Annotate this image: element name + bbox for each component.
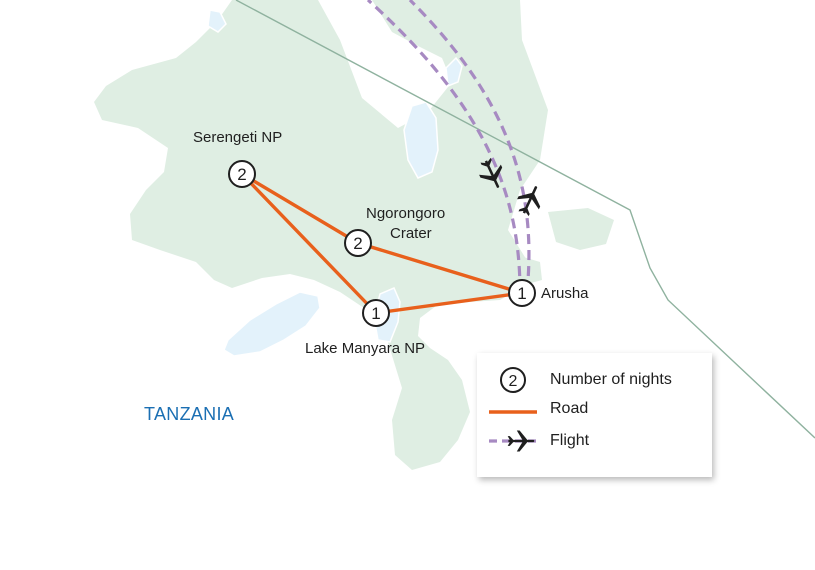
place-label-ngorongoro-line1: Ngorongoro <box>366 205 446 222</box>
legend-road-label: Road <box>550 400 589 417</box>
road-ngorongoro-arusha <box>356 241 524 295</box>
nights-marker-icon: 2 <box>500 367 526 393</box>
nights-count: 2 <box>237 165 246 184</box>
map-legend: 2 Number of nights Road Flight <box>477 353 712 477</box>
flight-path <box>366 0 522 293</box>
nights-count: 1 <box>371 304 380 323</box>
highland-region <box>548 208 614 250</box>
stop-marker-arusha[interactable]: 1 <box>508 279 536 307</box>
airplane-icon <box>507 430 535 452</box>
road-serengeti-manyara <box>240 172 378 315</box>
nights-count: 1 <box>517 284 526 303</box>
place-label-serengeti: Serengeti NP <box>193 129 283 146</box>
legend-row-road: Road <box>477 395 712 423</box>
legend-row-nights: 2 Number of nights <box>477 366 712 394</box>
nights-count: 2 <box>353 234 362 253</box>
legend-nights-symbol: 2 <box>509 373 518 390</box>
stop-marker-manyara[interactable]: 1 <box>362 299 390 327</box>
flight-path <box>408 0 531 293</box>
legend-nights-label: Number of nights <box>550 371 672 388</box>
legend-row-flight: Flight <box>477 427 712 455</box>
lake <box>223 291 321 357</box>
road-line-icon <box>489 410 537 414</box>
stop-marker-ngorongoro[interactable]: 2 <box>344 229 372 257</box>
place-label-arusha: Arusha <box>541 285 589 302</box>
road-manyara-arusha <box>374 291 524 315</box>
lake <box>403 101 439 179</box>
country-label: TANZANIA <box>144 404 235 424</box>
place-label-ngorongoro-line2: Crater <box>390 225 432 242</box>
legend-flight-label: Flight <box>550 432 590 449</box>
lake <box>207 9 227 33</box>
flight-line-icon <box>489 430 537 452</box>
place-label-manyara: Lake Manyara NP <box>305 340 426 357</box>
road-serengeti-ngorongoro <box>240 172 360 245</box>
stop-marker-serengeti[interactable]: 2 <box>228 160 256 188</box>
border-line <box>235 0 815 439</box>
